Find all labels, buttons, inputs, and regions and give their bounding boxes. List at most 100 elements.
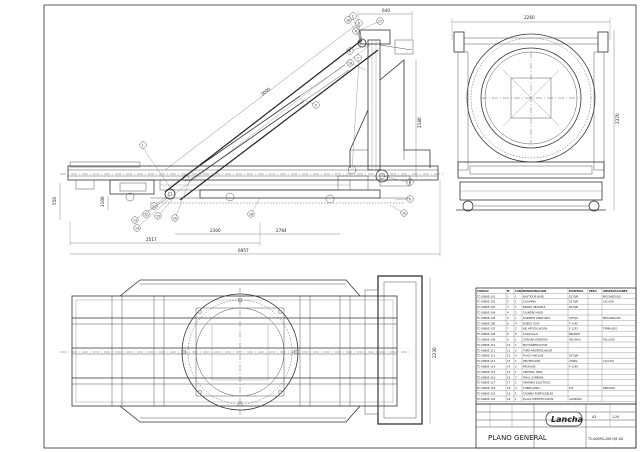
parts-cell: TC-00895-112 bbox=[477, 354, 496, 358]
parts-cell: 4 bbox=[515, 354, 517, 358]
callout-1: 1 bbox=[139, 141, 173, 191]
parts-header-cell: MATERIAL bbox=[569, 289, 584, 293]
parts-cell: 1 bbox=[515, 338, 517, 342]
plan-view: 2230 bbox=[60, 275, 437, 425]
callout-3: 3 bbox=[355, 19, 363, 41]
parts-cell: 1 bbox=[515, 359, 517, 363]
parts-cell: TC-00895-105 bbox=[477, 316, 496, 320]
parts-header-cell: DENOMINACION bbox=[523, 289, 546, 293]
parts-cell: S275JR bbox=[569, 354, 578, 358]
svg-text:7: 7 bbox=[357, 56, 359, 60]
drawing-title: PLANO GENERAL bbox=[488, 434, 547, 442]
parts-cell: 2 bbox=[515, 311, 517, 315]
parts-cell: TC-00895-111 bbox=[477, 348, 496, 352]
parts-header-cell: OBSERVACIONES bbox=[603, 289, 628, 293]
parts-cell: 11 bbox=[507, 348, 511, 352]
callout-6: 6 bbox=[346, 44, 371, 55]
dim-plan-height: 2230 bbox=[432, 347, 437, 358]
parts-cell: 1 bbox=[515, 370, 517, 374]
parts-cell: 17 bbox=[507, 381, 511, 385]
parts-cell: LACADO bbox=[603, 300, 614, 304]
svg-text:10: 10 bbox=[402, 211, 406, 215]
parts-cell: 6 bbox=[507, 321, 509, 325]
parts-cell: 42CrMo4 bbox=[569, 338, 581, 342]
drawing-scale: 1:20 bbox=[612, 415, 619, 419]
callout-19: 19 bbox=[346, 59, 367, 71]
parts-cell: 12 bbox=[507, 354, 511, 358]
parts-cell: S275JR bbox=[569, 294, 578, 298]
dim-side-top: 640 bbox=[382, 8, 390, 13]
callout-15: 15 bbox=[154, 199, 173, 220]
parts-cell: TC-00895-101 bbox=[477, 294, 496, 298]
svg-text:11: 11 bbox=[152, 204, 156, 208]
parts-cell: F-1140 bbox=[569, 365, 578, 369]
parts-cell: 8 bbox=[507, 332, 509, 336]
parts-cell: TC-00895-106 bbox=[477, 321, 496, 325]
parts-cell: CHAPA bbox=[569, 359, 578, 363]
parts-cell: PLACA IDENTIFICACION bbox=[523, 397, 553, 401]
parts-cell: TC-00895-114 bbox=[477, 365, 496, 369]
parts-cell: 8 bbox=[515, 332, 517, 336]
parts-cell: BASTIDOR BASE bbox=[523, 294, 544, 298]
svg-text:1: 1 bbox=[142, 143, 144, 147]
parts-cell: CILINDRO HIDR. bbox=[523, 311, 544, 315]
parts-cell: BRAZO ABATIBLE bbox=[523, 305, 546, 309]
parts-cell: MECANIZADO bbox=[603, 316, 621, 320]
parts-cell: TEMPLADO bbox=[603, 327, 617, 331]
svg-text:18: 18 bbox=[346, 18, 350, 22]
parts-cell: PASADOR bbox=[523, 365, 536, 369]
parts-cell: FINAL CARRERA bbox=[523, 375, 544, 379]
svg-text:9: 9 bbox=[409, 197, 411, 201]
svg-text:14: 14 bbox=[135, 226, 139, 230]
parts-cell: TC-00895-115 bbox=[477, 370, 496, 374]
callout-5: 5 bbox=[299, 98, 320, 109]
parts-cell: S275JR bbox=[569, 305, 578, 309]
parts-cell: TORNILLERIA bbox=[523, 386, 540, 390]
parts-cell: TC-00895-102 bbox=[477, 300, 496, 304]
parts-header-cell: CODIGO bbox=[477, 289, 489, 293]
parts-cell: 1 bbox=[515, 300, 517, 304]
svg-text:13: 13 bbox=[133, 218, 137, 222]
parts-cell: 4 bbox=[515, 386, 517, 390]
parts-cell: TOPE AMORTIGUADOR bbox=[523, 348, 552, 352]
parts-cell: 4 bbox=[515, 321, 517, 325]
dim-side-h1: 550 bbox=[52, 197, 57, 205]
svg-text:3: 3 bbox=[358, 21, 360, 25]
parts-cell: RUEDA GUIA bbox=[523, 321, 540, 325]
parts-cell: TC-00895-109 bbox=[477, 338, 496, 342]
svg-text:19: 19 bbox=[348, 61, 352, 65]
dim-side-len-b: 2300 bbox=[210, 228, 221, 233]
callout-16: 16 bbox=[247, 197, 261, 218]
front-view: 2260 2370 bbox=[451, 15, 620, 212]
parts-cell: 9 bbox=[507, 338, 509, 342]
parts-cell: 2 bbox=[515, 348, 517, 352]
svg-text:2: 2 bbox=[352, 14, 354, 18]
callout-17: 17 bbox=[359, 17, 384, 31]
parts-cell: 2 bbox=[515, 375, 517, 379]
parts-cell: 2 bbox=[515, 327, 517, 331]
dim-side-len-a: 2517 bbox=[146, 237, 157, 242]
parts-cell: 4 bbox=[507, 311, 509, 315]
svg-text:16: 16 bbox=[249, 212, 253, 216]
dim-side-len-c: 2784 bbox=[276, 228, 287, 233]
parts-cell: TC-00895-107 bbox=[477, 327, 496, 331]
parts-cell: 15 bbox=[507, 370, 511, 374]
parts-cell: 18 bbox=[507, 386, 511, 390]
parts-cell: CASQUILLO bbox=[523, 332, 538, 336]
parts-cell: ALUMINIO bbox=[569, 397, 582, 401]
svg-text:5: 5 bbox=[315, 103, 317, 107]
parts-cell: 2 bbox=[515, 365, 517, 369]
svg-text:8: 8 bbox=[409, 180, 411, 184]
callout-balloons: 1 2 3 4 5 6 7 8 9 10 11 12 13 14 15 16 1… bbox=[131, 12, 414, 232]
parts-cell: 1 bbox=[515, 294, 517, 298]
parts-cell: PLACA ANCLAJE bbox=[523, 354, 544, 358]
parts-cell: 1 bbox=[515, 381, 517, 385]
parts-cell: COLUMNA bbox=[523, 300, 536, 304]
parts-cell: 16 bbox=[507, 375, 511, 379]
callout-8: 8 bbox=[381, 175, 414, 186]
svg-text:20: 20 bbox=[173, 216, 177, 220]
dim-arm-length: 3000 bbox=[260, 86, 272, 97]
parts-cell: 20 bbox=[507, 397, 511, 401]
callout-4: 4 bbox=[352, 27, 363, 45]
